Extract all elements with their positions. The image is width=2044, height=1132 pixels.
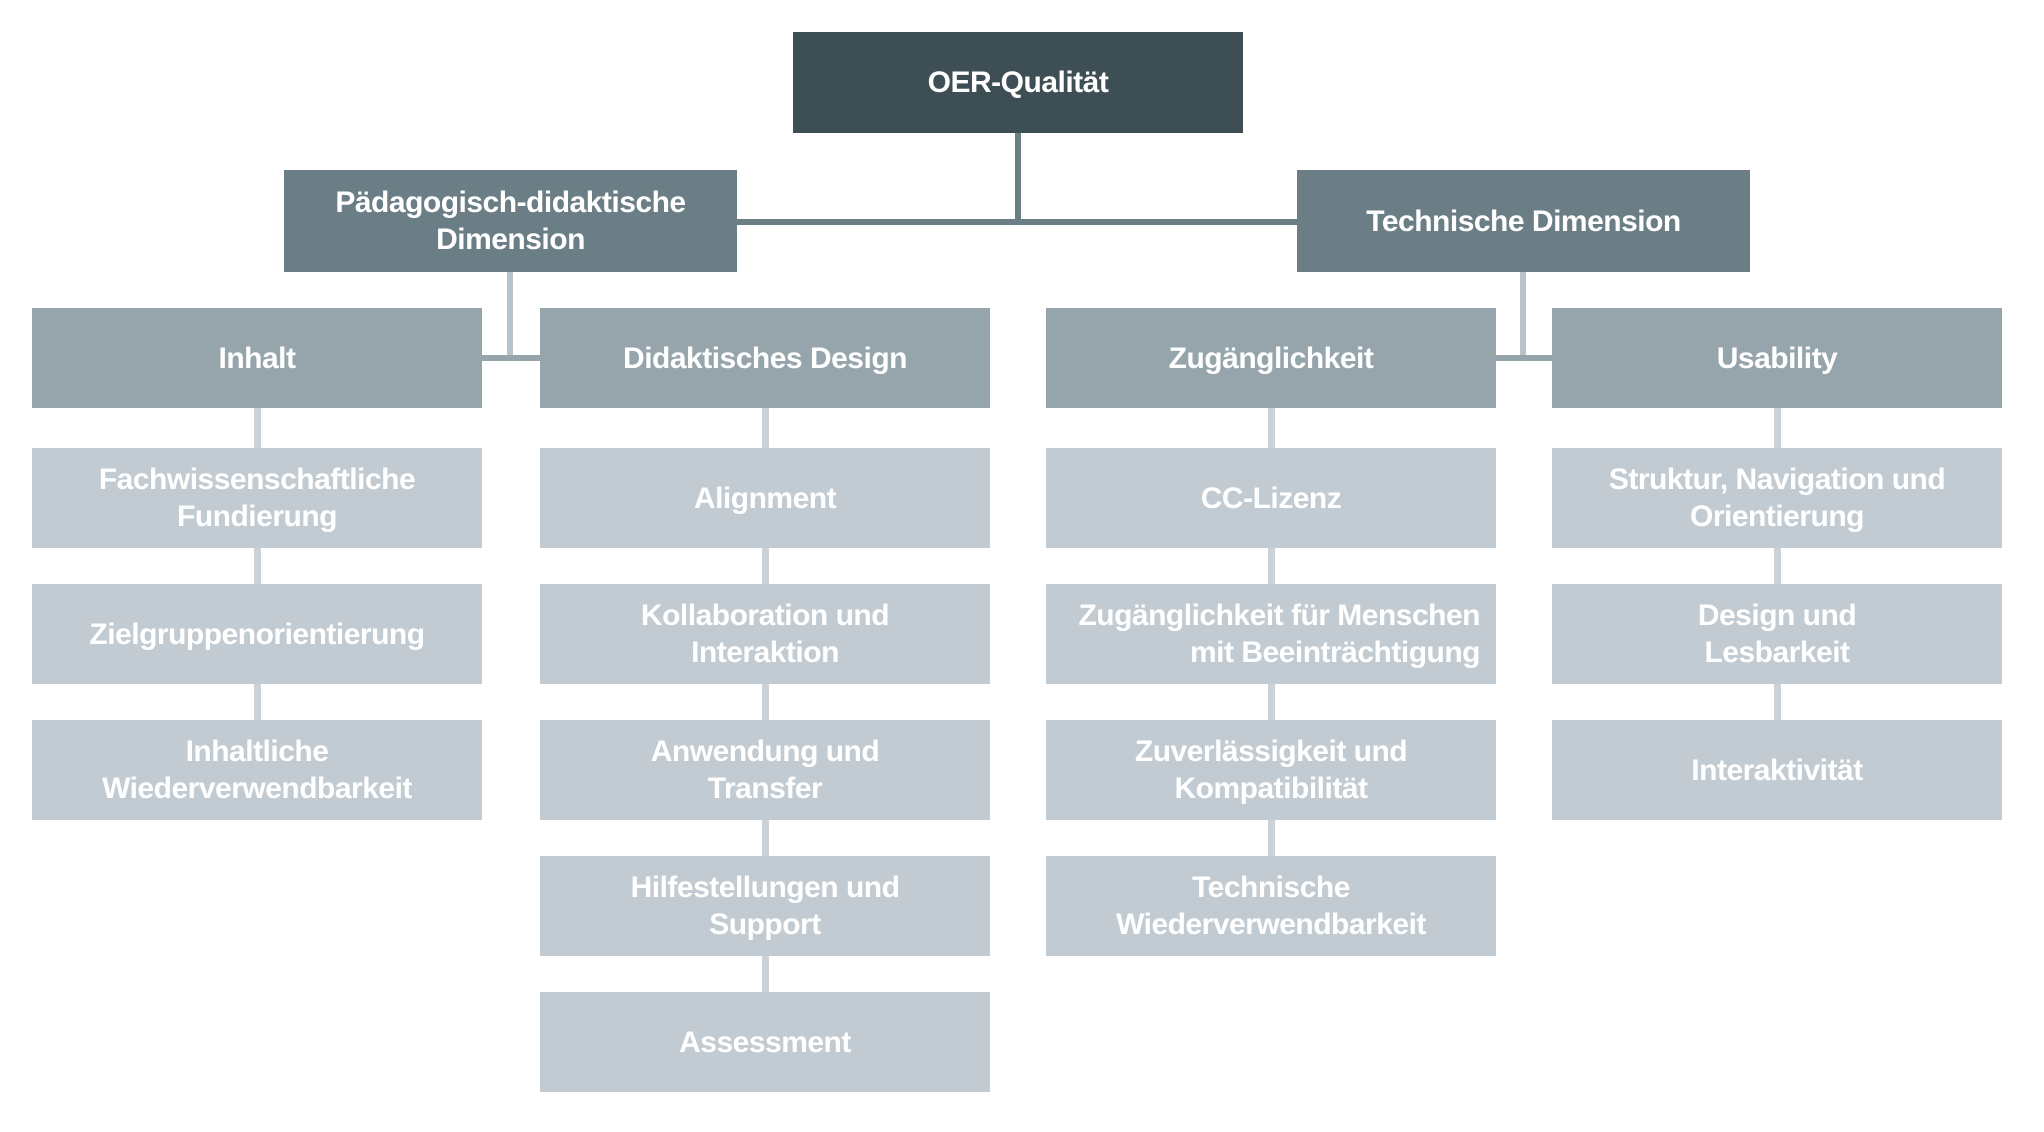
connector-category-stub-right <box>1496 355 1552 361</box>
connector-col3-gap1 <box>1268 408 1275 448</box>
connector-col4-gap3 <box>1774 684 1781 720</box>
node-hilfestellungen-und-support: Hilfestellungen und Support <box>540 856 990 956</box>
node-assessment: Assessment <box>540 992 990 1092</box>
connector-col2-gap1 <box>762 408 769 448</box>
connector-col3-gap4 <box>1268 820 1275 856</box>
connector-col2-gap5 <box>762 956 769 992</box>
node-zugaenglichkeit-fuer-menschen: Zugänglichkeit für Menschen mit Beeinträ… <box>1046 584 1496 684</box>
connector-root-vertical <box>1015 133 1021 222</box>
node-usability: Usability <box>1552 308 2002 408</box>
connector-col3-gap2 <box>1268 548 1275 584</box>
node-kollaboration-und-interaktion: Kollaboration und Interaktion <box>540 584 990 684</box>
connector-col2-gap3 <box>762 684 769 720</box>
connector-dimension2-vertical <box>1520 272 1526 358</box>
node-zuverlaessigkeit-und-kompatibilitaet: Zuverlässigkeit und Kompatibilität <box>1046 720 1496 820</box>
connector-col2-gap4 <box>762 820 769 856</box>
node-inhaltliche-wiederverwendbarkeit: Inhaltliche Wiederverwendbarkeit <box>32 720 482 820</box>
node-didaktisches-design: Didaktisches Design <box>540 308 990 408</box>
connector-col4-gap2 <box>1774 548 1781 584</box>
node-cc-lizenz: CC-Lizenz <box>1046 448 1496 548</box>
node-anwendung-und-transfer: Anwendung und Transfer <box>540 720 990 820</box>
node-fachwissenschaftliche-fundierung: Fachwissenschaftliche Fundierung <box>32 448 482 548</box>
connector-col2-gap2 <box>762 548 769 584</box>
node-design-und-lesbarkeit: Design und Lesbarkeit <box>1552 584 2002 684</box>
connector-col4-gap1 <box>1774 408 1781 448</box>
node-struktur-navigation-und-orientierung: Struktur, Navigation und Orientierung <box>1552 448 2002 548</box>
node-alignment: Alignment <box>540 448 990 548</box>
connector-col3-gap3 <box>1268 684 1275 720</box>
connector-root-horizontal <box>737 219 1297 225</box>
node-interaktivitaet: Interaktivität <box>1552 720 2002 820</box>
node-zielgruppenorientierung: Zielgruppenorientierung <box>32 584 482 684</box>
node-oer-qualitaet: OER-Qualität <box>793 32 1243 133</box>
connector-col1-gap3 <box>254 684 261 720</box>
connector-col1-gap2 <box>254 548 261 584</box>
node-zugaenglichkeit: Zugänglichkeit <box>1046 308 1496 408</box>
node-paedagogisch-didaktische-dimension: Pädagogisch-didaktische Dimension <box>284 170 737 272</box>
connector-col1-gap1 <box>254 408 261 448</box>
connector-dimension1-vertical <box>507 272 513 358</box>
connector-category-stub-left <box>482 355 540 361</box>
node-technische-dimension: Technische Dimension <box>1297 170 1750 272</box>
node-technische-wiederverwendbarkeit: Technische Wiederverwendbarkeit <box>1046 856 1496 956</box>
node-inhalt: Inhalt <box>32 308 482 408</box>
